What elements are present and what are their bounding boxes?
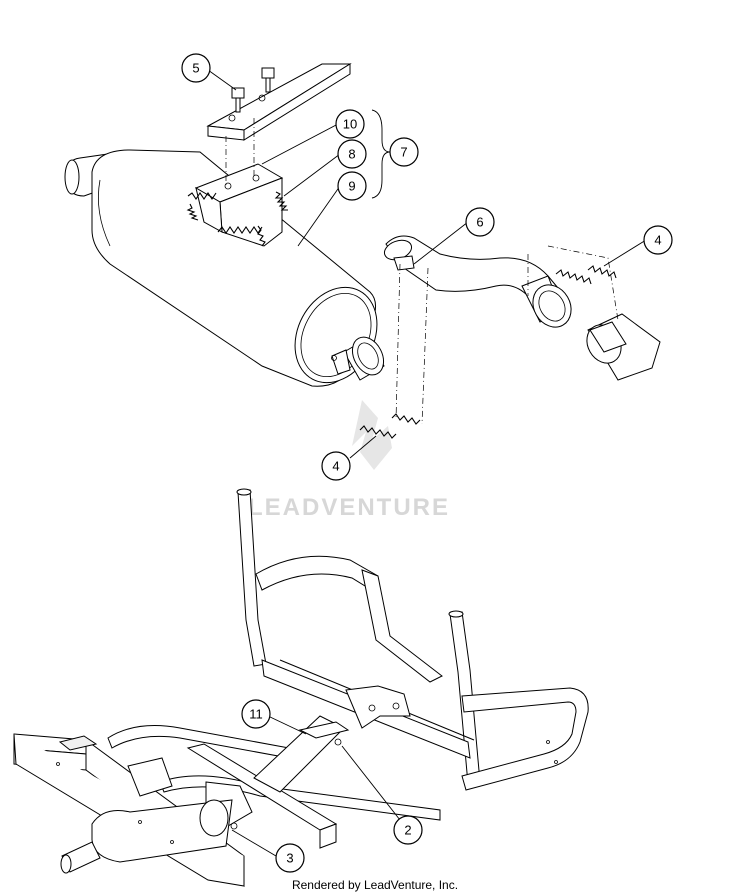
callout-10: 10 bbox=[335, 109, 365, 139]
callout-6: 6 bbox=[465, 207, 495, 237]
bracket-springs bbox=[186, 191, 288, 247]
svg-text:8: 8 bbox=[348, 147, 355, 162]
bolts bbox=[231, 67, 275, 113]
svg-text:5: 5 bbox=[192, 61, 199, 76]
callout-4-lower: 4 bbox=[321, 451, 351, 481]
muffler-bracket bbox=[194, 163, 284, 247]
svg-text:10: 10 bbox=[343, 117, 357, 132]
leader-lines bbox=[207, 69, 647, 857]
svg-text:4: 4 bbox=[654, 233, 661, 248]
muffler bbox=[64, 149, 385, 387]
leadventure-watermark: LEADVENTURE bbox=[248, 400, 450, 521]
callout-3: 3 bbox=[275, 843, 305, 873]
callout-9: 9 bbox=[337, 171, 367, 201]
svg-text:6: 6 bbox=[476, 215, 483, 230]
svg-text:4: 4 bbox=[332, 459, 339, 474]
svg-text:7: 7 bbox=[400, 145, 407, 160]
header-pipe bbox=[383, 235, 572, 328]
callout-8: 8 bbox=[337, 139, 367, 169]
mounting-plate bbox=[206, 63, 352, 141]
callout-2: 2 bbox=[393, 815, 423, 845]
callout-11: 11 bbox=[241, 699, 271, 729]
callout-7: 7 bbox=[389, 137, 419, 167]
svg-text:9: 9 bbox=[348, 179, 355, 194]
engine-outlet bbox=[586, 313, 661, 381]
lower-springs bbox=[359, 413, 421, 439]
header-springs bbox=[555, 265, 617, 285]
callout-4-upper: 4 bbox=[643, 225, 673, 255]
callout-5: 5 bbox=[181, 53, 211, 83]
svg-text:2: 2 bbox=[404, 823, 411, 838]
frame-assembly bbox=[13, 488, 589, 887]
svg-text:11: 11 bbox=[249, 707, 263, 722]
watermark-text: LEADVENTURE bbox=[248, 494, 450, 521]
svg-text:3: 3 bbox=[286, 851, 293, 866]
watermark-logo-mark bbox=[352, 400, 392, 470]
rendered-by-footer: Rendered by LeadVenture, Inc. bbox=[292, 878, 458, 892]
